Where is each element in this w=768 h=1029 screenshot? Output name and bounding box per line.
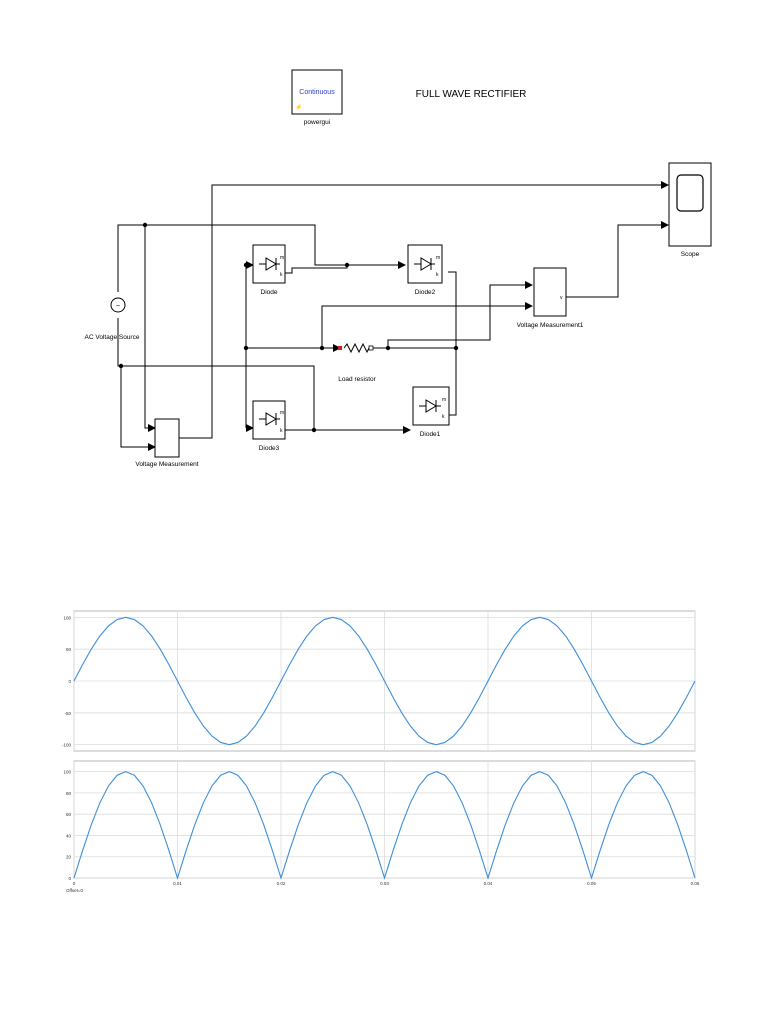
diode-icon <box>259 257 280 271</box>
x-tick-label: 0.04 <box>484 881 493 886</box>
voltage-measurement1-block[interactable]: v Voltage Measurement1 <box>517 267 584 329</box>
load-label: Load resistor <box>338 376 376 383</box>
x-tick-label: 0.02 <box>277 881 286 886</box>
x-tick-label: 0.06 <box>691 881 700 886</box>
svg-text:m: m <box>280 410 284 416</box>
y-tick-label: -100 <box>62 743 72 748</box>
resistor-icon <box>343 342 370 354</box>
svg-text:m: m <box>442 397 446 403</box>
diagram-title: FULL WAVE RECTIFIER <box>416 89 527 100</box>
vm1-label: Voltage Measurement1 <box>517 322 584 329</box>
y-tick-label: 80 <box>66 791 72 796</box>
y-tick-label: -50 <box>64 711 71 716</box>
y-tick-label: 0 <box>68 679 71 684</box>
series-line <box>73 616 696 746</box>
wire-right-bus[interactable] <box>448 271 457 416</box>
diode-label: Diode <box>261 289 278 296</box>
diode3-label: Diode3 <box>259 445 280 452</box>
svg-text:m: m <box>280 255 284 261</box>
diode2-block[interactable]: m k Diode2 <box>407 244 443 296</box>
powergui-label: powergui <box>304 119 330 126</box>
powergui-icon: ⚡ <box>295 103 302 111</box>
diode1-icon <box>419 399 441 413</box>
diode3-block[interactable]: m k Diode3 <box>252 400 286 452</box>
voltage-measurement-block[interactable]: Voltage Measurement <box>135 418 199 468</box>
wire-bottom-to-vm[interactable] <box>120 366 156 451</box>
ac-source-block[interactable]: ~ AC Voltage Source <box>85 297 140 341</box>
wire-top-to-vm[interactable] <box>144 225 156 432</box>
y-tick-label: 60 <box>66 812 72 817</box>
scope-block[interactable]: Scope <box>668 162 712 258</box>
diode3-icon <box>259 412 280 426</box>
wire-vm-to-scope[interactable] <box>178 181 669 439</box>
chart-source-voltage: 100 50 0 -50 -100 <box>62 610 696 752</box>
svg-text:k: k <box>280 428 283 434</box>
svg-text:k: k <box>442 414 445 420</box>
chart-footnote: Offset=0 <box>66 888 84 893</box>
x-tick-label: 0.01 <box>173 881 182 886</box>
svg-text:v: v <box>560 295 563 301</box>
chart-rectified-voltage: 100 80 60 40 20 00 0.01 0.02 0.03 0.04 0.05 0.06Off… <box>63 760 700 893</box>
y-tick-label: 100 <box>63 615 71 620</box>
y-tick-label: 20 <box>66 855 72 860</box>
svg-text:k: k <box>280 272 283 278</box>
wire-vm1-in-minus[interactable] <box>321 302 533 348</box>
diode1-block[interactable]: m k Diode1 <box>412 386 450 438</box>
wire-vm1-to-scope[interactable] <box>566 221 669 298</box>
powergui-block[interactable]: Continuous ⚡ powergui <box>291 69 343 126</box>
junctions <box>118 222 459 433</box>
svg-text:m: m <box>436 255 440 261</box>
y-tick-label: 50 <box>66 647 72 652</box>
x-tick-label: 0.03 <box>380 881 389 886</box>
wire-source-bottom[interactable] <box>117 318 411 434</box>
y-tick-label: 40 <box>66 833 72 838</box>
y-tick-label: 100 <box>63 770 71 775</box>
x-tick-label: 0.05 <box>587 881 596 886</box>
x-tick-label: 0 <box>73 881 76 886</box>
scope-label: Scope <box>681 251 700 258</box>
ac-source-label: AC Voltage Source <box>85 334 140 341</box>
scope-screen-icon <box>676 174 704 212</box>
sine-wave-icon: ~ <box>116 303 120 310</box>
series-line <box>73 771 696 880</box>
y-tick-label: 0 <box>68 876 71 881</box>
wire-vm1-in-plus[interactable] <box>387 281 533 348</box>
diode2-label: Diode2 <box>415 289 436 296</box>
powergui-mode: Continuous <box>299 89 335 96</box>
wire-diode-out[interactable] <box>285 265 348 274</box>
vm-label: Voltage Measurement <box>135 461 198 468</box>
load-resistor-block[interactable]: Load resistor <box>338 342 377 383</box>
wires <box>117 181 669 451</box>
diode2-icon <box>414 257 435 271</box>
diode-block[interactable]: m k Diode <box>252 244 286 296</box>
svg-text:k: k <box>436 272 439 278</box>
diode1-label: Diode1 <box>420 431 441 438</box>
